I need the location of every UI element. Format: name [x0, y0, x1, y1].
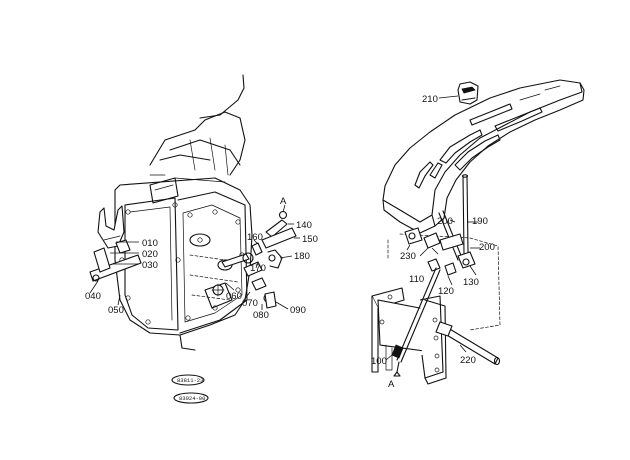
callout-080: 080: [253, 310, 269, 321]
callout-190: 190: [472, 216, 488, 227]
catalog-stamp-2: 83924-00: [173, 392, 209, 404]
callout-050: 050: [108, 305, 124, 316]
transmission-case: [114, 74, 253, 351]
callout-220: 220: [460, 355, 476, 366]
shift-lever-200: [438, 210, 463, 261]
link-rod-180: [267, 249, 283, 269]
callout-ref-a-right: A: [388, 379, 395, 390]
callout-230: 230: [400, 251, 416, 262]
callout-060: 060: [226, 291, 242, 302]
mounting-panel: [387, 233, 501, 331]
callout-160: 160: [247, 232, 263, 243]
shift-arm-assembly: [221, 252, 273, 303]
callout-070: 070: [242, 298, 258, 309]
shift-lever-rod-190: [461, 174, 469, 255]
callout-030: 030: [142, 260, 158, 271]
catalog-stamp-1-text: 83811-23: [177, 377, 203, 384]
lever-150: [251, 210, 297, 256]
callout-140: 140: [296, 220, 312, 231]
callout-170: 170: [250, 263, 266, 274]
shift-guide-plate: [382, 79, 585, 234]
leaders-right: [385, 95, 480, 361]
lower-bracket: [371, 287, 447, 385]
callout-200-lower: 200: [479, 242, 495, 253]
callout-040: 040: [85, 291, 101, 302]
shift-knob-210: [457, 81, 479, 105]
pin-090: [264, 291, 277, 309]
callout-090: 090: [290, 305, 306, 316]
callout-130: 130: [463, 277, 479, 288]
callout-010: 010: [142, 238, 158, 249]
pivot-assembly: [404, 227, 476, 276]
shift-fork-010: [97, 205, 125, 249]
callout-110: 110: [409, 274, 424, 285]
hub-060: [211, 283, 225, 297]
callout-120: 120: [438, 286, 454, 297]
callout-100: 100: [371, 356, 387, 367]
link-rod-100: [391, 267, 441, 377]
callout-020: 020: [142, 249, 158, 260]
catalog-stamp-2-text: 83924-00: [179, 395, 205, 402]
callout-210: 210: [422, 94, 438, 105]
callout-ref-a-left: A: [280, 196, 287, 207]
shaft-220: [435, 321, 501, 366]
callout-180: 180: [294, 251, 310, 262]
shift-rod: [89, 239, 142, 282]
catalog-stamp-1: 83811-23: [171, 374, 205, 386]
callout-150: 150: [302, 234, 318, 245]
callout-200-upper: 200: [437, 216, 453, 227]
leaders-left: [89, 204, 300, 310]
